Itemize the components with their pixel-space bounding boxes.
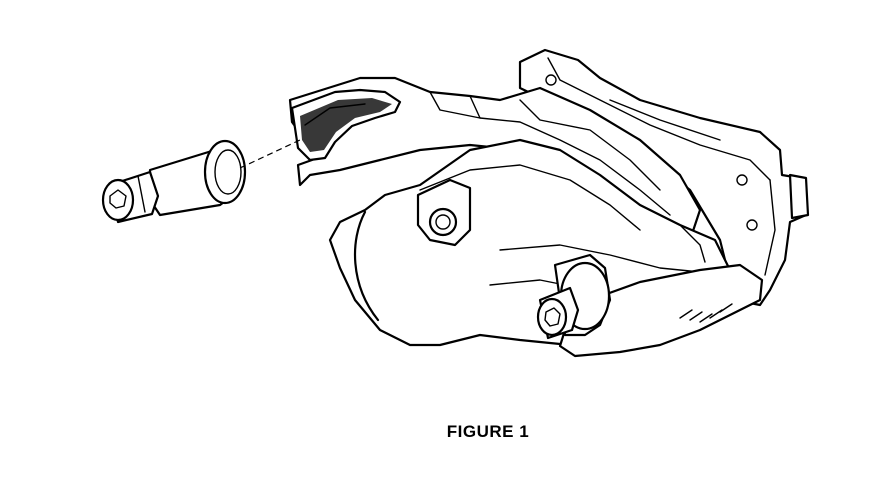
lower-bracket <box>558 263 764 358</box>
figure-caption: FIGURE 1 <box>446 422 530 441</box>
exploded-guide-pin <box>101 139 247 224</box>
assembly-direction-line <box>239 139 301 169</box>
installed-guide-pin <box>536 253 612 340</box>
bore-cutaway <box>290 88 402 162</box>
brake-caliper-illustration <box>101 48 810 358</box>
